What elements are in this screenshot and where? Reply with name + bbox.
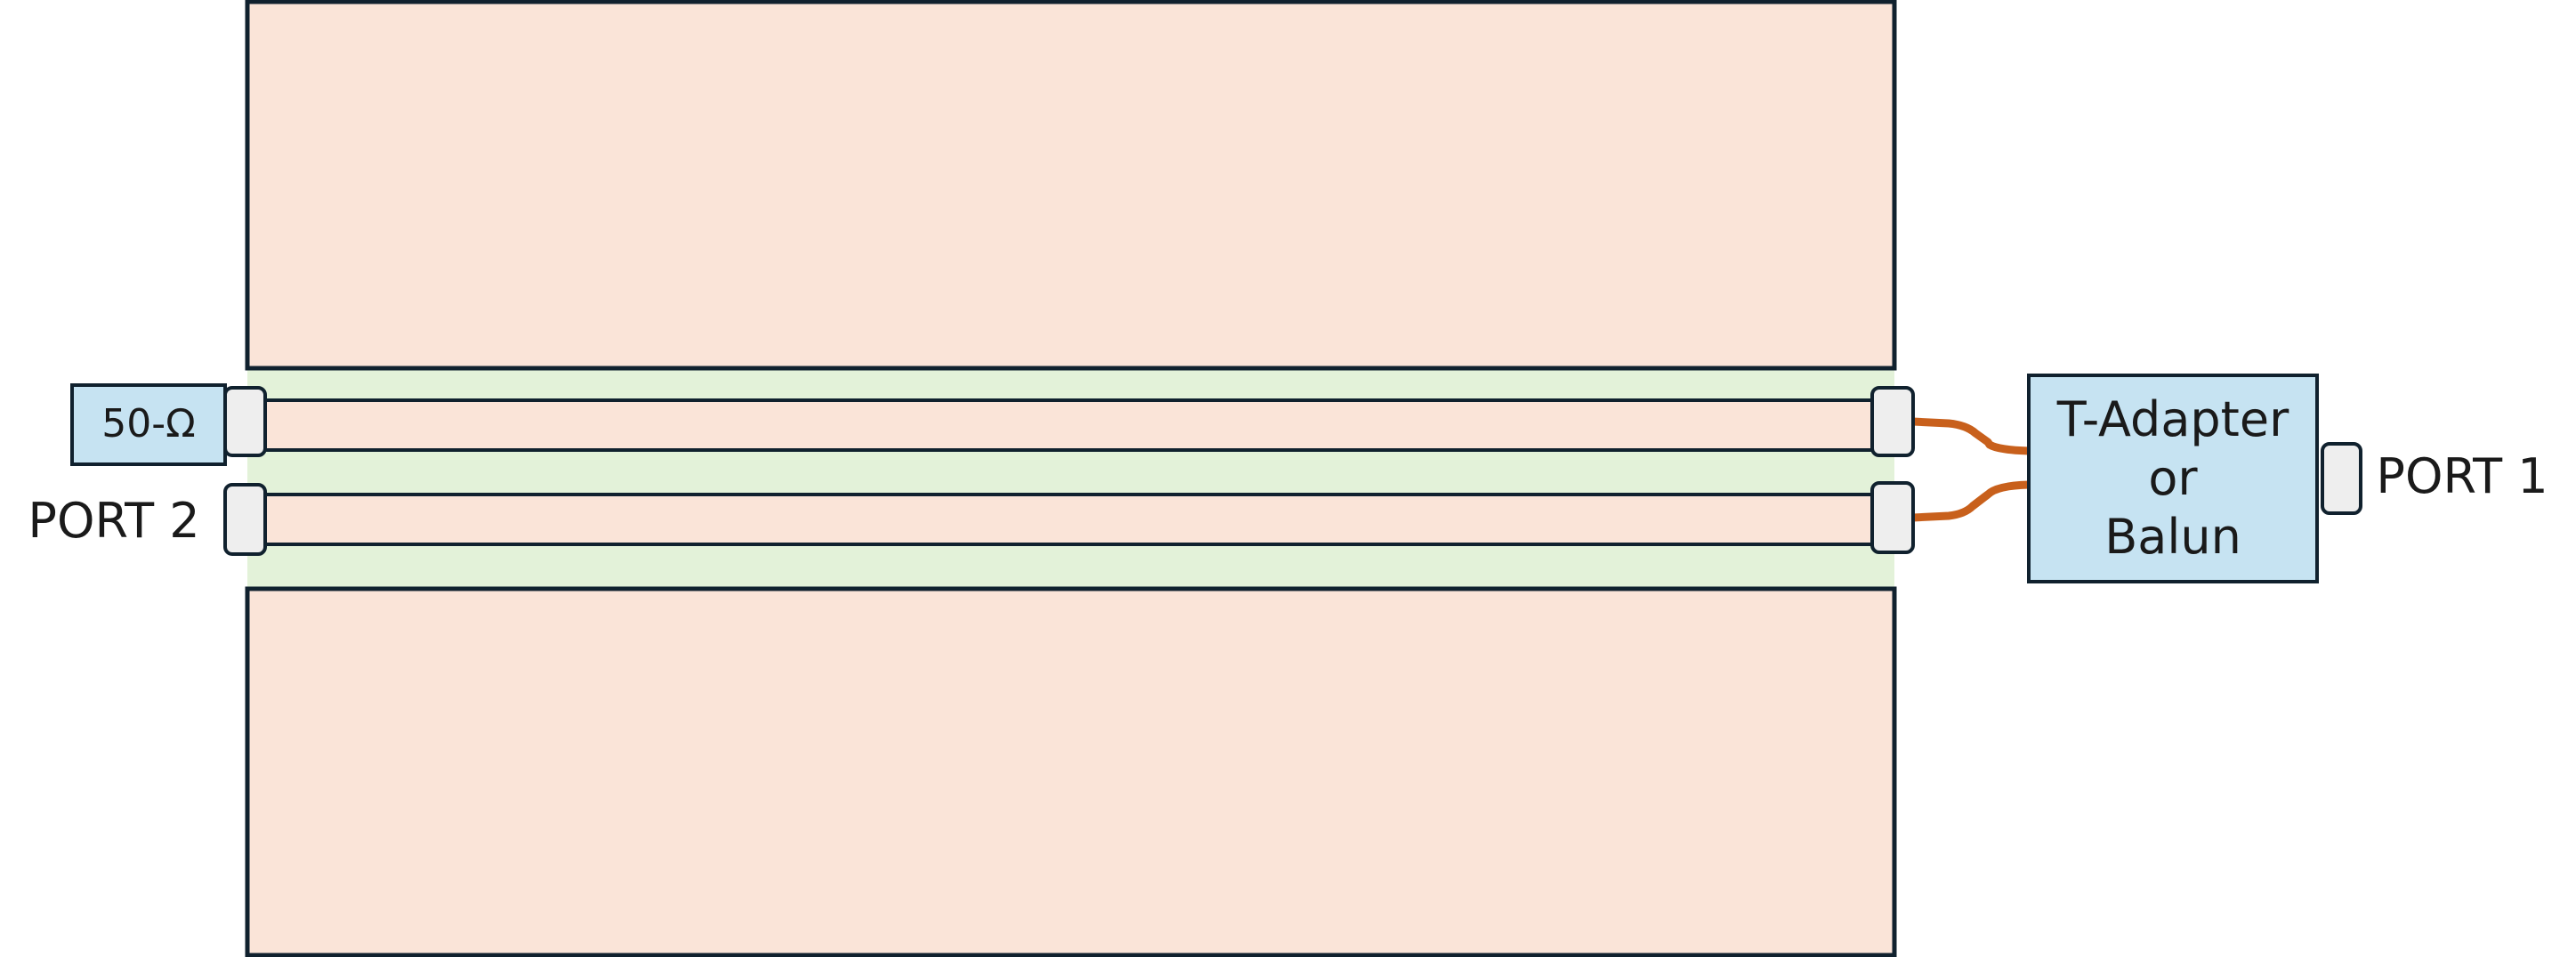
connector-right-2 [1870, 481, 1915, 554]
adapter-label-line-1: T-Adapter [2056, 391, 2289, 447]
termination-load-box [70, 383, 227, 466]
top-ground-plate [245, 0, 1897, 371]
strip-line-1 [263, 398, 1876, 452]
cable-2 [1909, 480, 2033, 522]
port-1-label: PORT 1 [2376, 448, 2548, 504]
adapter-label-line-3: Balun [2104, 509, 2241, 565]
connector-left-1 [223, 386, 267, 457]
t-adapter-balun-box [2027, 374, 2319, 583]
connector-right-1 [1870, 386, 1915, 457]
connector-left-2 [223, 483, 267, 556]
strip-line-2 [263, 493, 1876, 546]
port-2-label: PORT 2 [28, 493, 199, 549]
adapter-label-line-2: or [2148, 450, 2198, 506]
cable-1 [1909, 417, 2033, 455]
bottom-ground-plate [245, 586, 1897, 957]
termination-load-label: 50-Ω [101, 401, 196, 446]
port-1-connector [2321, 442, 2362, 515]
